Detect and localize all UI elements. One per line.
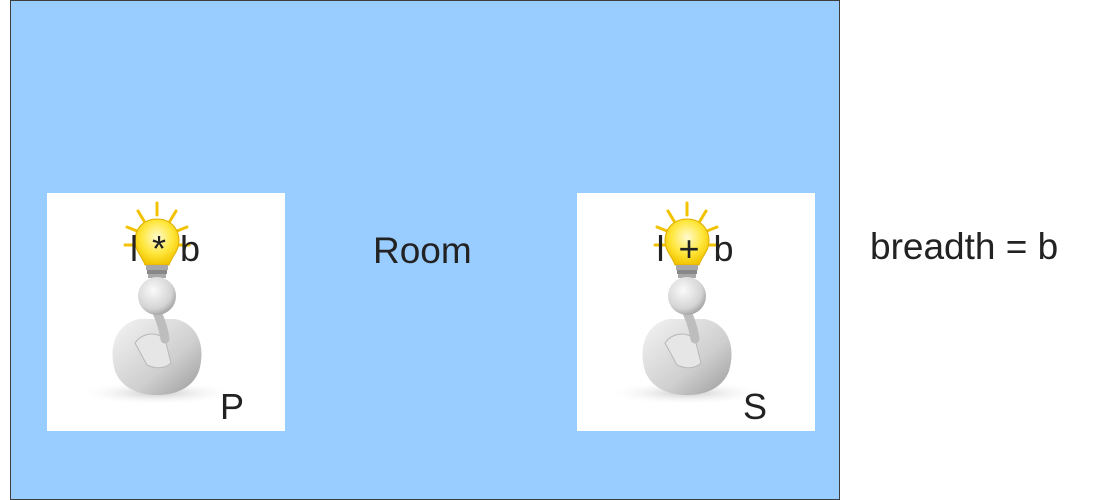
person-card-s: l + b S: [577, 193, 815, 431]
person-card-p: l * b P: [47, 193, 285, 431]
sum-formula: l + b: [577, 231, 815, 267]
product-formula: l * b: [47, 231, 285, 267]
person-tag-s: S: [743, 389, 767, 425]
person-tag-p: P: [220, 389, 244, 425]
room-label: Room: [373, 232, 472, 269]
breadth-label: breadth = b: [870, 228, 1058, 265]
